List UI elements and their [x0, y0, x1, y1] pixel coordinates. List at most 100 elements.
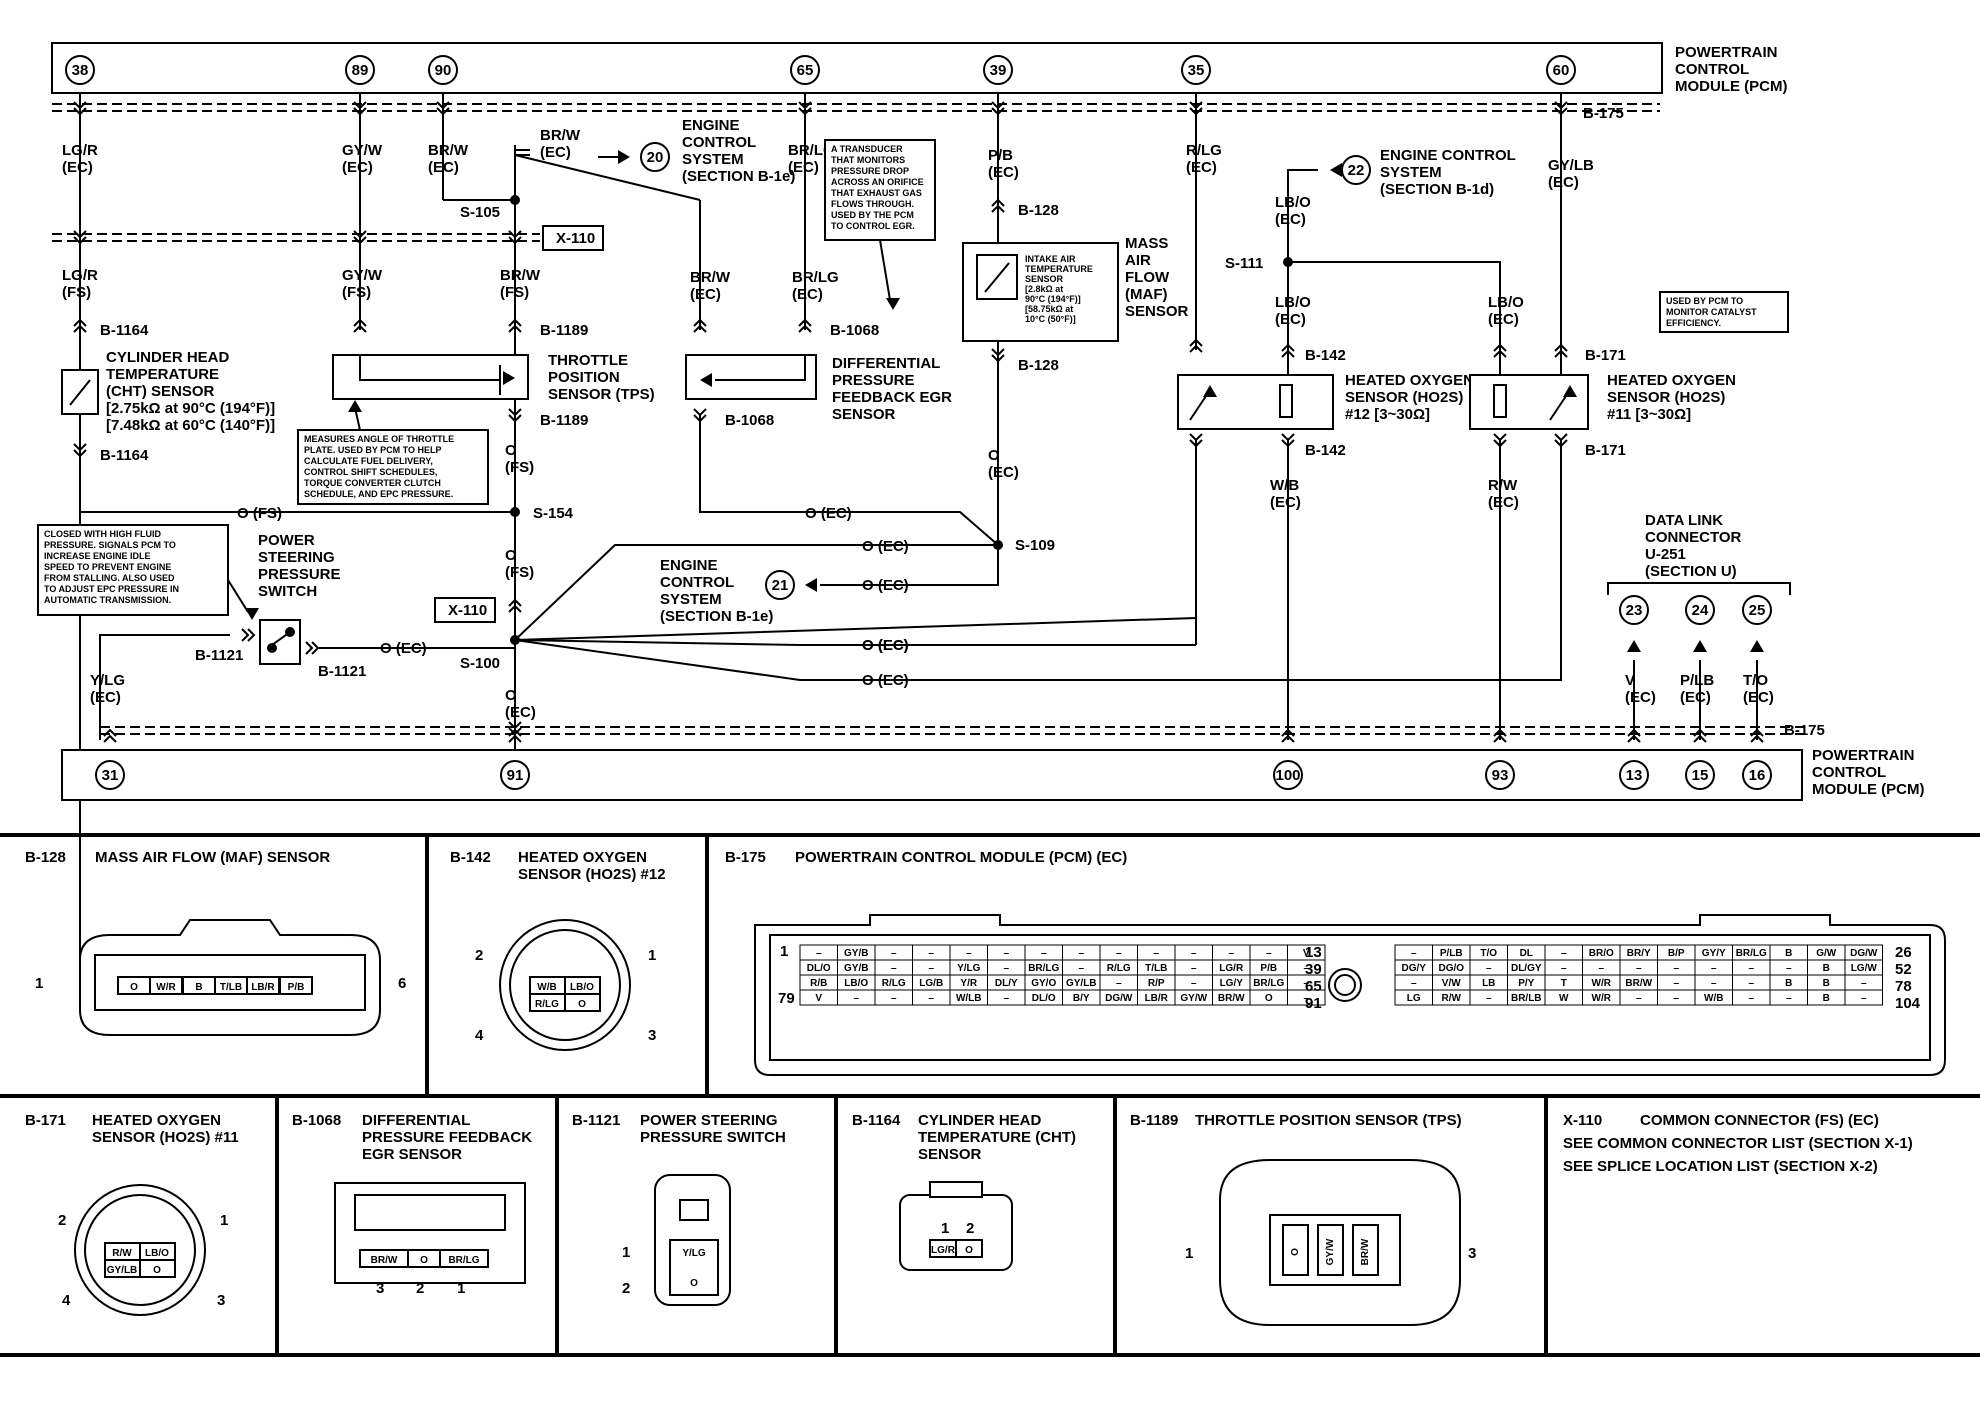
cht-label: TEMPERATURE [106, 366, 219, 383]
view-b142-id: B-142 [450, 849, 491, 866]
pcm-bottom-pin-number: 13 [1626, 767, 1643, 784]
b175-left-cell-label: GY/O [1031, 978, 1056, 989]
pss-label: PRESSURE [258, 566, 341, 583]
b175-right-cell-label: DL [1520, 948, 1533, 959]
x110-label: X-110 [556, 230, 595, 247]
connector-mark [353, 236, 367, 245]
wire-gyw-fs: GY/W [342, 267, 383, 284]
b175-left-cell-label: – [1116, 948, 1122, 959]
b1121-latch [679, 1199, 709, 1221]
wire [227, 579, 249, 613]
ho2s-note-text: MONITOR CATALYST [1666, 307, 1757, 317]
pss-label: STEERING [258, 549, 335, 566]
arrow-head [503, 371, 515, 385]
connector-mark [1281, 433, 1295, 442]
connector-b142: B-142 [1305, 347, 1346, 364]
b175-right-cell-label: B [1823, 963, 1830, 974]
dlc-label: CONNECTOR [1645, 529, 1742, 546]
b175-right-cell-label: BR/LB [1511, 993, 1542, 1004]
connector-mark [693, 318, 707, 327]
ref-circle-20-number: 20 [647, 149, 664, 166]
b171-pin: 1 [220, 1212, 228, 1229]
b175-left-cell-label: – [891, 963, 897, 974]
maf-label: (MAF) [1125, 286, 1167, 303]
connector-mark [103, 728, 117, 737]
b171-cavity-label: LB/O [145, 1248, 169, 1259]
b175-right-cell-label: B [1785, 948, 1792, 959]
view-b171-id: B-171 [25, 1112, 66, 1129]
pss-note-text: CLOSED WITH HIGH FLUID [44, 529, 161, 539]
view-b1068-title: PRESSURE FEEDBACK [362, 1129, 532, 1146]
b175-left-cell-label: W/LB [956, 993, 982, 1004]
wire-to-ec: T/O [1743, 672, 1768, 689]
connector-mark [73, 324, 87, 333]
b128-cavity-label: T/LB [220, 982, 242, 993]
connector-mark [353, 324, 367, 333]
b171-cavity-label: R/W [112, 1248, 132, 1259]
wire [879, 239, 891, 301]
b175-pin-num: 39 [1305, 961, 1322, 978]
cht-label: CYLINDER HEAD [106, 349, 230, 366]
b175-right-cell-label: B/P [1668, 948, 1685, 959]
ref-circle-21-number: 21 [772, 577, 789, 594]
b175-left-cell-label: – [1191, 948, 1197, 959]
b175-right-cell-label: P/Y [1518, 978, 1534, 989]
connector-mark [1750, 734, 1764, 743]
splice-dot [285, 627, 295, 637]
pcm-bottom-label: POWERTRAIN [1812, 747, 1915, 764]
view-b142-title: HEATED OXYGEN [518, 849, 647, 866]
b175-left-cell-label: – [1303, 993, 1309, 1004]
b175-right-cell-label: BR/O [1589, 948, 1614, 959]
b175-left-cell-label: LG/Y [1220, 978, 1244, 989]
wire-o-fs: O (FS) [237, 505, 282, 522]
b175-left-cell-label: LG/B [919, 978, 943, 989]
b175-right-cell-label: BR/LG [1736, 948, 1767, 959]
connector-mark [693, 408, 707, 417]
connector-mark [103, 734, 117, 743]
wire-rlg-ec: R/LG [1186, 142, 1222, 159]
wire-o-ec: O (EC) [862, 672, 909, 689]
egr-note-text: A TRANSDUCER [831, 144, 903, 154]
wire-o-fs-b: (FS) [505, 564, 534, 581]
b175-right-cell-label: – [1411, 978, 1417, 989]
view-b1189-id: B-1189 [1130, 1112, 1178, 1129]
pcm-top-label: MODULE (PCM) [1675, 78, 1788, 95]
ho2s11-sensor [1469, 374, 1589, 430]
arrow-head [700, 373, 712, 387]
b128-cavity-label: P/B [288, 982, 305, 993]
b142-cavity-label: R/LG [535, 999, 559, 1010]
b171-pin: 3 [217, 1292, 225, 1309]
connector-mark [1281, 734, 1295, 743]
pcm-bottom-label: MODULE (PCM) [1812, 781, 1925, 798]
dlc-label: U-251 [1645, 546, 1686, 563]
connector-b1068: B-1068 [725, 412, 774, 429]
wire-plb-ec: (EC) [1680, 689, 1711, 706]
b1189-cavity [1317, 1224, 1344, 1276]
view-b1121-title: PRESSURE SWITCH [640, 1129, 786, 1146]
pss-label: SWITCH [258, 583, 317, 600]
b175-left-cell-label: – [928, 948, 934, 959]
pcm-top-label: POWERTRAIN [1675, 44, 1778, 61]
wire-v-ec: V [1625, 672, 1635, 689]
connector-b1189: B-1189 [540, 322, 588, 339]
pss-note-text: SPEED TO PREVENT ENGINE [44, 562, 171, 572]
connector-mark [1281, 343, 1295, 352]
iat-label: [2.8kΩ at [1025, 284, 1063, 294]
pcm-bottom-pin-number: 100 [1275, 767, 1300, 784]
pcm-top-pin [1546, 55, 1576, 85]
b1121-pin: 2 [622, 1280, 630, 1297]
wire-lbo-ec3: LB/O [1488, 294, 1524, 311]
b175-left-cell-label: – [1003, 963, 1009, 974]
ho2s12-label: HEATED OXYGEN [1345, 372, 1474, 389]
wire-brlg-ec: BR/LG [792, 269, 839, 286]
connector-mark [508, 414, 522, 423]
connector-b128: B-128 [1018, 202, 1059, 219]
ref-21-label: (SECTION B-1e) [660, 608, 773, 625]
wire-o-ec-maf: O [988, 447, 1000, 464]
wire [514, 440, 1562, 681]
b175-left-cell-label: – [928, 963, 934, 974]
egr-label: DIFFERENTIAL [832, 355, 940, 372]
connector-mark [693, 324, 707, 333]
b1189-cavity [1352, 1224, 1379, 1276]
pcm-bottom-pin-number: 93 [1492, 767, 1509, 784]
